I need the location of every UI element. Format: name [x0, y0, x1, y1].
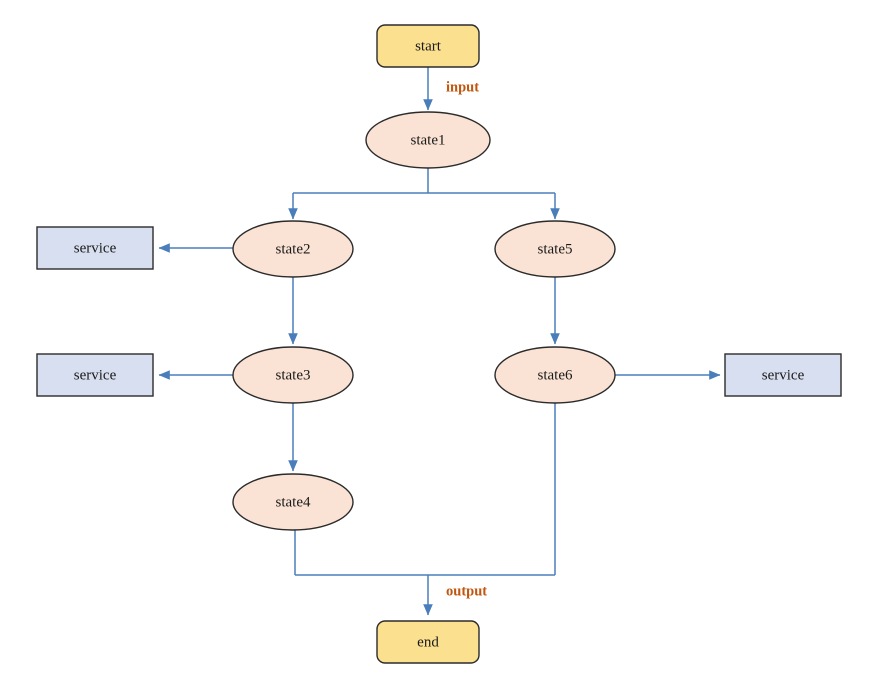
- edge-label-input: input: [446, 79, 479, 95]
- node-state4[interactable]: state4: [232, 473, 354, 531]
- state6-shape[interactable]: [494, 346, 616, 404]
- service-c-label: service: [762, 367, 805, 383]
- state1-label: state1: [411, 132, 446, 148]
- node-state6[interactable]: state6: [494, 346, 616, 404]
- state4-label: state4: [276, 494, 311, 510]
- state6-label: state6: [538, 367, 573, 383]
- service-b-shape[interactable]: [36, 353, 154, 397]
- state5-label: state5: [538, 241, 573, 257]
- node-service-c[interactable]: service: [724, 353, 842, 397]
- end-label: end: [417, 634, 439, 650]
- state5-shape[interactable]: [494, 220, 616, 278]
- node-service-b[interactable]: service: [36, 353, 154, 397]
- service-c-shape[interactable]: [724, 353, 842, 397]
- state2-shape[interactable]: [232, 220, 354, 278]
- node-state3[interactable]: state3: [232, 346, 354, 404]
- node-state2[interactable]: state2: [232, 220, 354, 278]
- node-service-a[interactable]: service: [36, 226, 154, 270]
- node-start[interactable]: start: [376, 24, 480, 68]
- state3-label: state3: [276, 367, 311, 383]
- start-shape[interactable]: [376, 24, 480, 68]
- state3-shape[interactable]: [232, 346, 354, 404]
- connector-layer: [158, 67, 721, 616]
- service-a-label: service: [74, 240, 117, 256]
- edge-label-output: output: [446, 583, 487, 599]
- node-state5[interactable]: state5: [494, 220, 616, 278]
- node-end[interactable]: end: [376, 620, 480, 664]
- state1-shape[interactable]: [365, 111, 491, 169]
- state2-label: state2: [276, 241, 311, 257]
- service-a-shape[interactable]: [36, 226, 154, 270]
- service-b-label: service: [74, 367, 117, 383]
- state4-shape[interactable]: [232, 473, 354, 531]
- start-label: start: [415, 38, 442, 54]
- end-shape[interactable]: [376, 620, 480, 664]
- node-state1[interactable]: state1: [365, 111, 491, 169]
